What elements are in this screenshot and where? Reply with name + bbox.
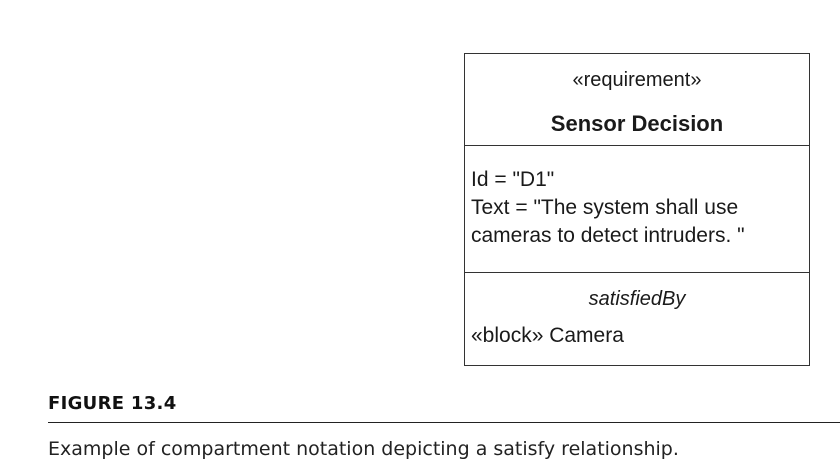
property-text-line-2: cameras to detect intruders. " [471,224,745,247]
satisfied-by-label: satisfiedBy [588,288,686,310]
requirement-stereotype: «requirement» [572,69,702,91]
requirement-name-compartment: «requirement» Sensor Decision [465,54,809,146]
requirement-block: «requirement» Sensor Decision Id = "D1" … [464,53,810,366]
property-text-line-1: Text = "The system shall use [471,196,739,219]
figure-divider [48,422,840,423]
requirement-properties-compartment: Id = "D1" Text = "The system shall use c… [465,146,809,273]
satisfying-block: «block» Camera [471,324,624,347]
figure-label: FIGURE 13.4 [48,393,177,414]
property-id: Id = "D1" [471,168,555,191]
satisfied-by-compartment: satisfiedBy «block» Camera [465,273,809,365]
requirement-name: Sensor Decision [550,111,724,136]
figure-caption: Example of compartment notation depictin… [48,438,679,460]
